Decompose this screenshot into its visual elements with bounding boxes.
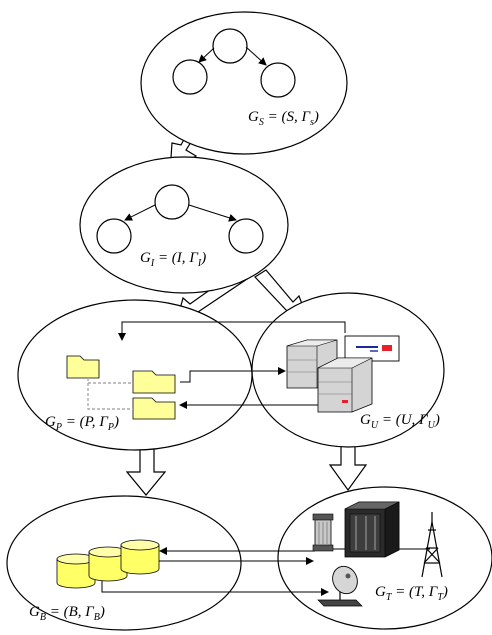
folder-icon: [66, 355, 100, 379]
node-gi-left: [96, 218, 132, 254]
document-icon: [344, 335, 400, 362]
connector-p-to-u: [180, 367, 286, 383]
server-icon: [317, 357, 373, 413]
label-gt: GT = (T, ΓT): [375, 584, 448, 603]
ellipse-gs: [140, 11, 348, 155]
database-icon: [88, 546, 128, 582]
label-gs: GS = (S, Γs): [248, 109, 319, 128]
edge-gs-left: [198, 47, 215, 63]
label-gb: GB = (B, ΓB): [29, 604, 105, 623]
folder-link-dotted: [87, 378, 133, 410]
gas-cylinder-icon: [312, 513, 334, 552]
edge-gi-right: [188, 204, 237, 222]
edge-gi-left: [124, 204, 156, 221]
node-gs-right: [260, 62, 296, 98]
node-gi-right: [228, 218, 264, 254]
label-gu: GU = (U, ΓU): [360, 412, 440, 431]
database-icon: [56, 553, 96, 589]
node-gs-top: [212, 28, 248, 64]
tower-icon: [421, 512, 443, 578]
database-icon: [120, 539, 160, 575]
folder-icon: [132, 397, 176, 420]
label-gp: GP = (P, ΓP): [45, 414, 119, 433]
node-gi-top: [154, 184, 190, 220]
folder-icon: [132, 370, 176, 394]
connector-b-to-dish: [101, 580, 329, 596]
label-gi: GI = (I, ΓI): [140, 250, 206, 269]
ellipse-gt: [277, 486, 492, 630]
edge-gs-right: [245, 46, 267, 66]
connector-top-loop: [118, 321, 346, 341]
node-gs-left: [172, 59, 208, 95]
satellite-dish-icon: [317, 565, 363, 607]
building-icon: [344, 501, 400, 558]
ellipse-gi: [79, 156, 289, 294]
